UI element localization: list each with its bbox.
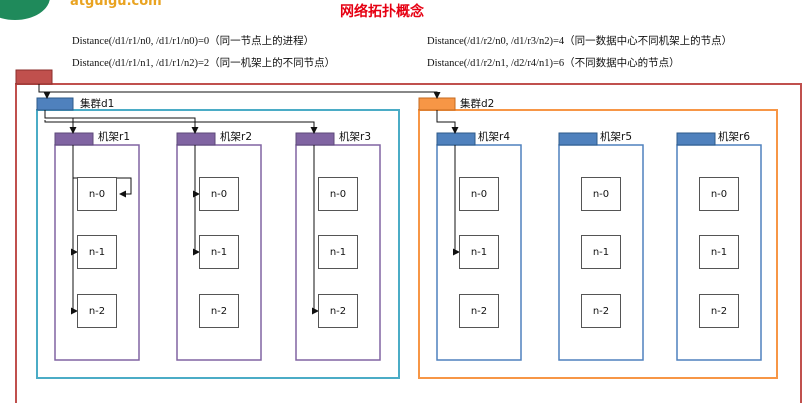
rack-r3-switch	[295, 132, 335, 146]
rack-r1-node-n2: n-2	[77, 294, 117, 328]
rack-r4-label: 机架r4	[478, 131, 510, 143]
rack-r4-node-n1: n-1	[459, 235, 499, 269]
rack-r5-switch	[558, 132, 598, 146]
rack-r4-node-n0: n-0	[459, 177, 499, 211]
distance-formula-4: Distance(/d1/r2/n1, /d2/r4/n1)=6（不同数据中心的…	[427, 58, 680, 69]
link-r3-n2	[312, 145, 319, 315]
distance-formula-1: Distance(/d1/r1/n0, /d1/r1/n0)=0（同一节点上的进…	[72, 36, 315, 47]
rack-r1-label: 机架r1	[98, 131, 130, 143]
cluster-d1-label: 集群d1	[80, 98, 115, 110]
link-r4-n1	[453, 145, 460, 256]
link-d2-r4	[436, 110, 459, 134]
rack-r2-node-n1: n-1	[199, 235, 239, 269]
rack-r4-switch	[436, 132, 476, 146]
link-root-d1	[38, 84, 51, 99]
cluster-d1-switch	[36, 97, 74, 111]
rack-r5-node-n0: n-0	[581, 177, 621, 211]
rack-r4-node-n2: n-2	[459, 294, 499, 328]
rack-r6-node-n1: n-1	[699, 235, 739, 269]
cluster-d1-frame	[36, 109, 400, 379]
link-r1-n0-loop	[72, 145, 132, 198]
rack-r2-label: 机架r2	[220, 131, 252, 143]
rack-r3-node-n0: n-0	[318, 177, 358, 211]
rack-r2-node-n2: n-2	[199, 294, 239, 328]
rack-r2-switch	[176, 132, 216, 146]
link-d1-r3	[44, 120, 318, 134]
rack-r6-node-n0: n-0	[699, 177, 739, 211]
rack-r2-frame	[176, 144, 262, 361]
rack-r5-node-n2: n-2	[581, 294, 621, 328]
rack-r2-node-n0: n-0	[199, 177, 239, 211]
outer-frame	[15, 83, 802, 403]
distance-formula-2: Distance(/d1/r1/n1, /d1/r1/n2)=2（同一机架上的不…	[72, 58, 336, 69]
cluster-d2-label: 集群d2	[460, 98, 495, 110]
diagram-title: 网络拓扑概念	[340, 4, 424, 20]
rack-r3-frame	[295, 144, 381, 361]
rack-r6-node-n2: n-2	[699, 294, 739, 328]
logo-text: atguigu.com	[70, 0, 162, 9]
rack-r1-node-n0: n-0	[77, 177, 117, 211]
rack-r3-node-n2: n-2	[318, 294, 358, 328]
rack-r1-frame	[54, 144, 140, 361]
link-r2-n1	[193, 194, 200, 256]
link-d1-r2	[45, 117, 199, 134]
rack-r1-switch	[54, 132, 94, 146]
link-root-d2	[39, 91, 441, 99]
rack-r6-frame	[676, 144, 762, 361]
rack-r1-node-n1: n-1	[77, 235, 117, 269]
cluster-d2-frame	[418, 109, 778, 379]
link-r1-n2	[71, 252, 78, 315]
root-switch	[15, 69, 53, 85]
rack-r5-frame	[558, 144, 644, 361]
rack-r3-node-n1: n-1	[318, 235, 358, 269]
rack-r4-frame	[436, 144, 522, 361]
rack-r5-node-n1: n-1	[581, 235, 621, 269]
cluster-d2-switch	[418, 97, 456, 111]
distance-formula-3: Distance(/d1/r2/n0, /d1/r3/n2)=4（同一数据中心不…	[427, 36, 733, 47]
rack-r5-label: 机架r5	[600, 131, 632, 143]
rack-r3-label: 机架r3	[339, 131, 371, 143]
rack-r6-switch	[676, 132, 716, 146]
rack-r6-label: 机架r6	[718, 131, 750, 143]
